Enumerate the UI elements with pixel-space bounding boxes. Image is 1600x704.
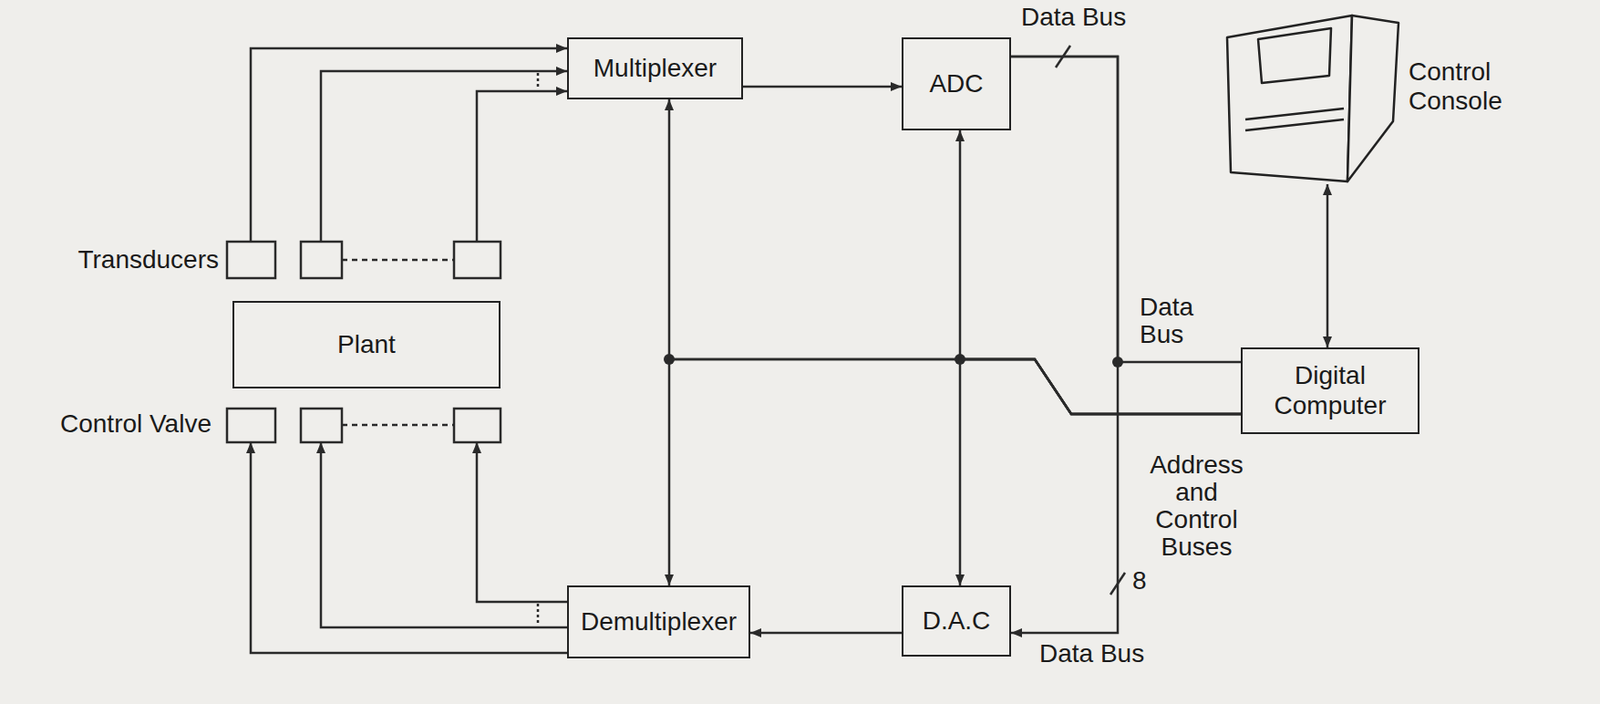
bus-label: Data Bus [1021,3,1186,31]
signal-wire [476,442,602,602]
process-box: Demultiplexer [567,585,751,659]
console-label: Control Console [1408,57,1532,116]
signal-wire [250,48,568,242]
console-outline [1245,119,1344,131]
box-label: Demultiplexer [580,607,737,637]
signal-wire [250,442,602,653]
box-label: Plant [337,330,396,360]
console-illustration: Control Console [1219,10,1404,185]
bus-label: Address and Control Buses [1135,451,1259,561]
group-label: Transducers [27,246,219,274]
bus-connector [960,130,1241,414]
bus-label: Data Bus [1039,640,1186,668]
process-box: Multiplexer [567,37,744,100]
console-outline [1227,15,1353,182]
transducer-symbol [300,241,342,279]
bus-connector [743,85,902,89]
box-label: D.A.C [922,606,991,636]
dotted-continuation [536,603,540,626]
transducer-symbol [227,241,276,279]
console-symbol [1219,10,1404,185]
dotted-continuation [536,72,540,90]
process-box: D.A.C [901,585,1012,657]
computer-box: Digital Computer [1240,347,1420,434]
valve-symbol [300,408,342,443]
bus-connector [750,631,902,635]
plant-box: Plant [232,300,501,389]
bus-connector [669,99,1241,414]
console-outline [1347,15,1399,182]
bus-label: Data Bus [1139,293,1231,349]
box-label: Digital Computer [1251,361,1409,420]
dotted-continuation [341,423,455,427]
console-outline [1258,28,1332,83]
valve-symbol [227,408,276,443]
signal-wire [320,442,602,628]
dotted-continuation [341,258,455,262]
bus-connector [1326,184,1330,348]
box-label: ADC [929,69,983,99]
signal-wire [320,71,568,242]
signal-wire [476,91,568,242]
bus-width-number: 8 [1132,567,1160,595]
process-box: ADC [901,37,1012,131]
bus-connector [1011,56,1241,362]
console-outline [1245,108,1344,120]
valve-symbol [454,408,501,443]
bus-connector [1011,56,1118,633]
box-label: Multiplexer [593,53,717,83]
group-label: Control Valve [18,410,212,438]
transducer-symbol [454,241,501,279]
